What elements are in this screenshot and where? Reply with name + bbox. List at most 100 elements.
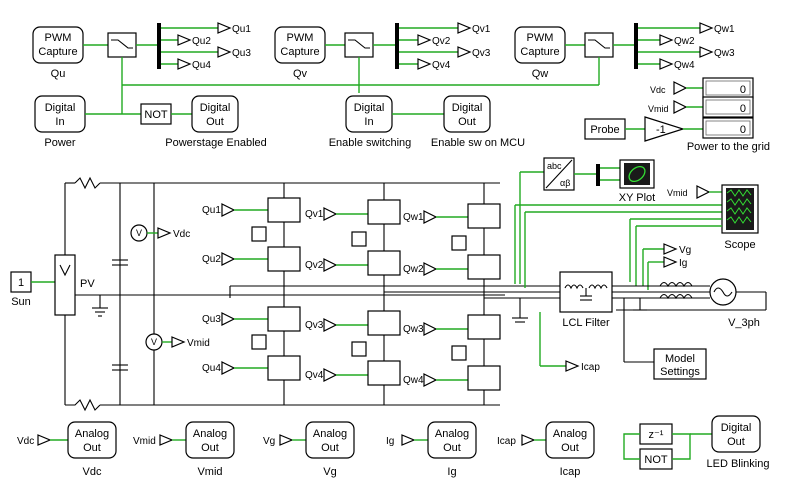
digital-out-led-caption: LED Blinking xyxy=(707,458,770,470)
switch-qv[interactable] xyxy=(344,32,374,58)
pv-caption: PV xyxy=(80,278,95,290)
digital-out-powerstage-label1: Digital xyxy=(200,102,231,114)
demux-qw xyxy=(634,23,638,69)
analog-out-ig-block[interactable] xyxy=(427,421,477,459)
inverter-bridge: Qu1 Qu2 Qu3 Qu4 Qv1 Qv2 Qv3 Qv4 xyxy=(202,183,560,405)
analog-out-vdc-block[interactable] xyxy=(67,421,117,459)
scope-input-label: Vmid xyxy=(667,188,688,198)
scope: Vmid Scope xyxy=(667,184,759,251)
igbt-qv2 xyxy=(367,250,401,276)
voltmeter-vmid: V Vmid xyxy=(145,333,210,351)
pwm-capture-qu-label1: PWM xyxy=(45,32,72,44)
voltmeter-vdc: V Vdc xyxy=(130,224,190,242)
goto-ig-label: Ig xyxy=(679,258,687,269)
igbt-qu3 xyxy=(267,306,301,332)
switch-qu[interactable] xyxy=(107,32,137,58)
digital-out-led-label1: Digital xyxy=(721,422,752,434)
not-block-power-label: NOT xyxy=(144,109,168,121)
goto-qu1: Qu1 xyxy=(232,24,251,35)
goto-qw1: Qw1 xyxy=(714,24,735,35)
analog-out-vg: Vg Analog Out Vg xyxy=(263,421,355,478)
analog-out-icap-label2: Out xyxy=(561,442,579,454)
goto-qu3: Qu3 xyxy=(232,48,251,59)
igbt-qv3 xyxy=(367,310,401,336)
digital-out-switching-label2: Out xyxy=(458,116,476,128)
gain-label: -1 xyxy=(656,124,666,136)
sun-value: 1 xyxy=(18,277,24,289)
analog-out-vg-block[interactable] xyxy=(305,421,355,459)
gate-qu3-label: Qu3 xyxy=(202,314,221,325)
display-vdc-label: Vdc xyxy=(650,85,666,95)
xy-plot-caption: XY Plot xyxy=(619,192,656,204)
dc-bus xyxy=(64,176,505,412)
digital-out-switching-label1: Digital xyxy=(452,102,483,114)
led-blinking: z⁻¹ NOT Digital Out LED Blinking xyxy=(623,415,770,470)
igbt-qu1 xyxy=(267,197,301,223)
digital-out-led-block[interactable] xyxy=(711,415,761,453)
goto-qu4: Qu4 xyxy=(192,60,211,71)
analog-out-ig: Ig Analog Out Ig xyxy=(386,421,477,478)
analog-out-vdc: Vdc Analog Out Vdc xyxy=(17,421,117,478)
analog-out-vdc-caption: Vdc xyxy=(83,466,102,478)
display-power-value: 0 xyxy=(740,124,746,136)
analog-out-vmid-block[interactable] xyxy=(185,421,235,459)
pwm-capture-qw-caption: Qw xyxy=(532,68,549,80)
demux-qv xyxy=(395,23,399,69)
digital-out-switching-caption: Enable sw on MCU xyxy=(431,137,525,149)
analog-out-ig-caption: Ig xyxy=(447,466,456,478)
analog-vmid-input-label: Vmid xyxy=(133,436,156,447)
not-led-label: NOT xyxy=(644,454,668,466)
gain-block[interactable] xyxy=(644,116,685,142)
goto-qv2: Qv2 xyxy=(432,36,451,47)
gate-qw3-label: Qw3 xyxy=(403,324,424,335)
xy-plot: XY Plot xyxy=(619,159,656,204)
pwm-capture-qw-label1: PWM xyxy=(527,32,554,44)
display-vdc-value: 0 xyxy=(740,84,746,96)
analog-out-ig-label1: Analog xyxy=(435,428,469,440)
pv-panel[interactable] xyxy=(54,254,76,316)
pv-source: 1 Sun PV xyxy=(10,254,95,316)
analog-out-vmid-label2: Out xyxy=(201,442,219,454)
gate-qv3-label: Qv3 xyxy=(305,320,324,331)
analog-vg-input-label: Vg xyxy=(263,436,275,447)
display-group: Vdc 0 Vmid 0 Probe -1 0 Power to the gri… xyxy=(584,77,770,153)
igbt-qw4 xyxy=(467,365,501,391)
switch-qw[interactable] xyxy=(584,32,614,58)
gate-qv2-label: Qv2 xyxy=(305,260,324,271)
analog-out-vg-label2: Out xyxy=(321,442,339,454)
analog-out-vg-caption: Vg xyxy=(323,466,336,478)
goto-qw4: Qw4 xyxy=(674,60,695,71)
display-vmid-value: 0 xyxy=(740,103,746,115)
grid-source-caption: V_3ph xyxy=(728,317,760,329)
analog-out-vmid-caption: Vmid xyxy=(197,466,222,478)
digital-out-switching-block[interactable] xyxy=(443,95,491,133)
gate-qw4-label: Qw4 xyxy=(403,375,424,386)
grid-source: V_3ph xyxy=(616,278,767,329)
gate-qv4-label: Qv4 xyxy=(305,370,324,381)
digital-in-switching: Digital In Enable switching xyxy=(329,95,411,149)
pwm-capture-qv-label1: PWM xyxy=(287,32,314,44)
analog-out-vdc-label2: Out xyxy=(83,442,101,454)
analog-icap-input-label: Icap xyxy=(497,436,516,447)
analog-ig-input-label: Ig xyxy=(386,436,394,447)
gate-qw2-label: Qw2 xyxy=(403,264,424,275)
digital-out-switching: Digital Out Enable sw on MCU xyxy=(431,95,525,149)
demux-qu xyxy=(157,23,161,69)
model-settings-block[interactable] xyxy=(653,348,707,380)
digital-in-power-caption: Power xyxy=(44,137,76,149)
digital-in-switching-label1: Digital xyxy=(354,102,385,114)
pwm-capture-qu-caption: Qu xyxy=(51,68,66,80)
igbt-qw3 xyxy=(467,314,501,340)
goto-vg-label: Vg xyxy=(679,245,691,256)
analog-out-icap-block[interactable] xyxy=(545,421,595,459)
goto-qw2: Qw2 xyxy=(674,36,695,47)
analog-out-ig-label2: Out xyxy=(443,442,461,454)
analog-out-vmid-label1: Analog xyxy=(193,428,227,440)
digital-out-powerstage-block[interactable] xyxy=(191,95,239,133)
voltmeter-vmid-label: Vmid xyxy=(187,338,210,349)
model-settings: Model Settings xyxy=(653,348,707,380)
digital-in-switching-label2: In xyxy=(364,116,373,128)
gate-qu2-label: Qu2 xyxy=(202,254,221,265)
